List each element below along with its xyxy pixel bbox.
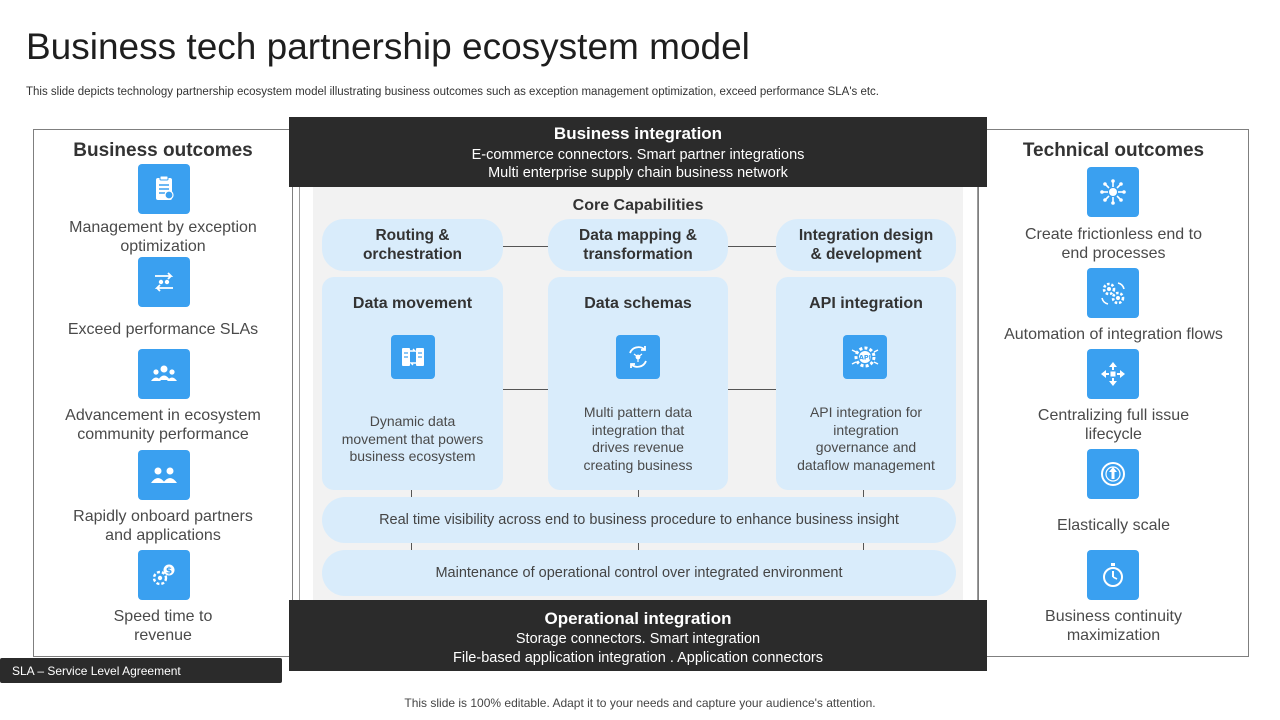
core-capabilities-title: Core Capabilities — [572, 197, 704, 214]
data-mapping-pill: Data mapping &transformation — [548, 219, 728, 271]
community-icon — [138, 349, 190, 399]
money-gear-icon: $ — [138, 550, 190, 600]
editable-note: This slide is 100% editable. Adapt it to… — [404, 696, 876, 710]
connector-line — [503, 246, 548, 247]
connector-line — [728, 246, 776, 247]
technical-outcome-label: Automation of integration flows — [1004, 326, 1223, 343]
data-schemas-title: Data schemas — [584, 295, 692, 312]
connector-tick — [863, 490, 864, 498]
stopwatch-icon — [1087, 550, 1139, 600]
partners-icon — [138, 450, 190, 500]
business-outcomes-panel: Business outcomes Management by exceptio… — [33, 129, 293, 657]
clipboard-icon — [138, 164, 190, 214]
page-subtitle: This slide depicts technology partnershi… — [26, 86, 879, 98]
business-outcomes-title: Business outcomes — [73, 140, 253, 161]
scale-up-icon — [1087, 449, 1139, 499]
api-integration-title: API integration — [809, 295, 923, 312]
connector-tick — [638, 490, 639, 498]
operational-integration-line: Storage connectors. Smart integration — [515, 631, 761, 647]
connector-line — [503, 389, 548, 390]
svg-text:$: $ — [166, 567, 172, 577]
routing-orchestration-pill: Routing &orchestration — [322, 219, 503, 271]
operational-integration-bar: Operational integration Storage connecto… — [289, 600, 987, 671]
connector-tick — [863, 543, 864, 551]
api-gear-icon: API — [843, 335, 887, 379]
connector-line — [728, 389, 776, 390]
technical-outcomes-panel: Technical outcomes Create frictionless e… — [978, 129, 1249, 657]
technical-outcome-label: Elastically scale — [1057, 517, 1170, 534]
connector-tick — [411, 543, 412, 551]
operational-integration-line: File-based application integration . App… — [453, 650, 823, 666]
business-integration-bar: Business integration E-commerce connecto… — [289, 117, 987, 187]
connector-tick — [638, 543, 639, 551]
business-integration-line: Multi enterprise supply chain business n… — [488, 165, 788, 181]
integration-design-pill: Integration design& development — [776, 219, 956, 271]
schema-sync-icon — [616, 335, 660, 379]
data-transfer-icon — [391, 335, 435, 379]
business-outcome-label: Exceed performance SLAs — [67, 321, 259, 338]
maintenance-pill: Maintenance of operational control over … — [322, 550, 956, 596]
technical-outcomes-title: Technical outcomes — [1022, 140, 1205, 161]
api-icon-text: API — [859, 354, 871, 362]
business-integration-line: E-commerce connectors. Smart partner int… — [471, 147, 805, 163]
connector-tick — [411, 490, 412, 498]
page-title: Business tech partnership ecosystem mode… — [26, 26, 750, 67]
visibility-pill: Real time visibility across end to busin… — [322, 497, 956, 543]
centralize-arrows-icon — [1087, 349, 1139, 399]
business-integration-title: Business integration — [553, 124, 723, 143]
gears-icon — [1087, 268, 1139, 318]
network-icon — [1087, 167, 1139, 217]
operational-integration-title: Operational integration — [544, 609, 732, 628]
data-movement-title: Data movement — [352, 295, 473, 312]
people-exchange-icon — [138, 257, 190, 307]
sla-footnote: SLA – Service Level Agreement — [0, 658, 282, 683]
